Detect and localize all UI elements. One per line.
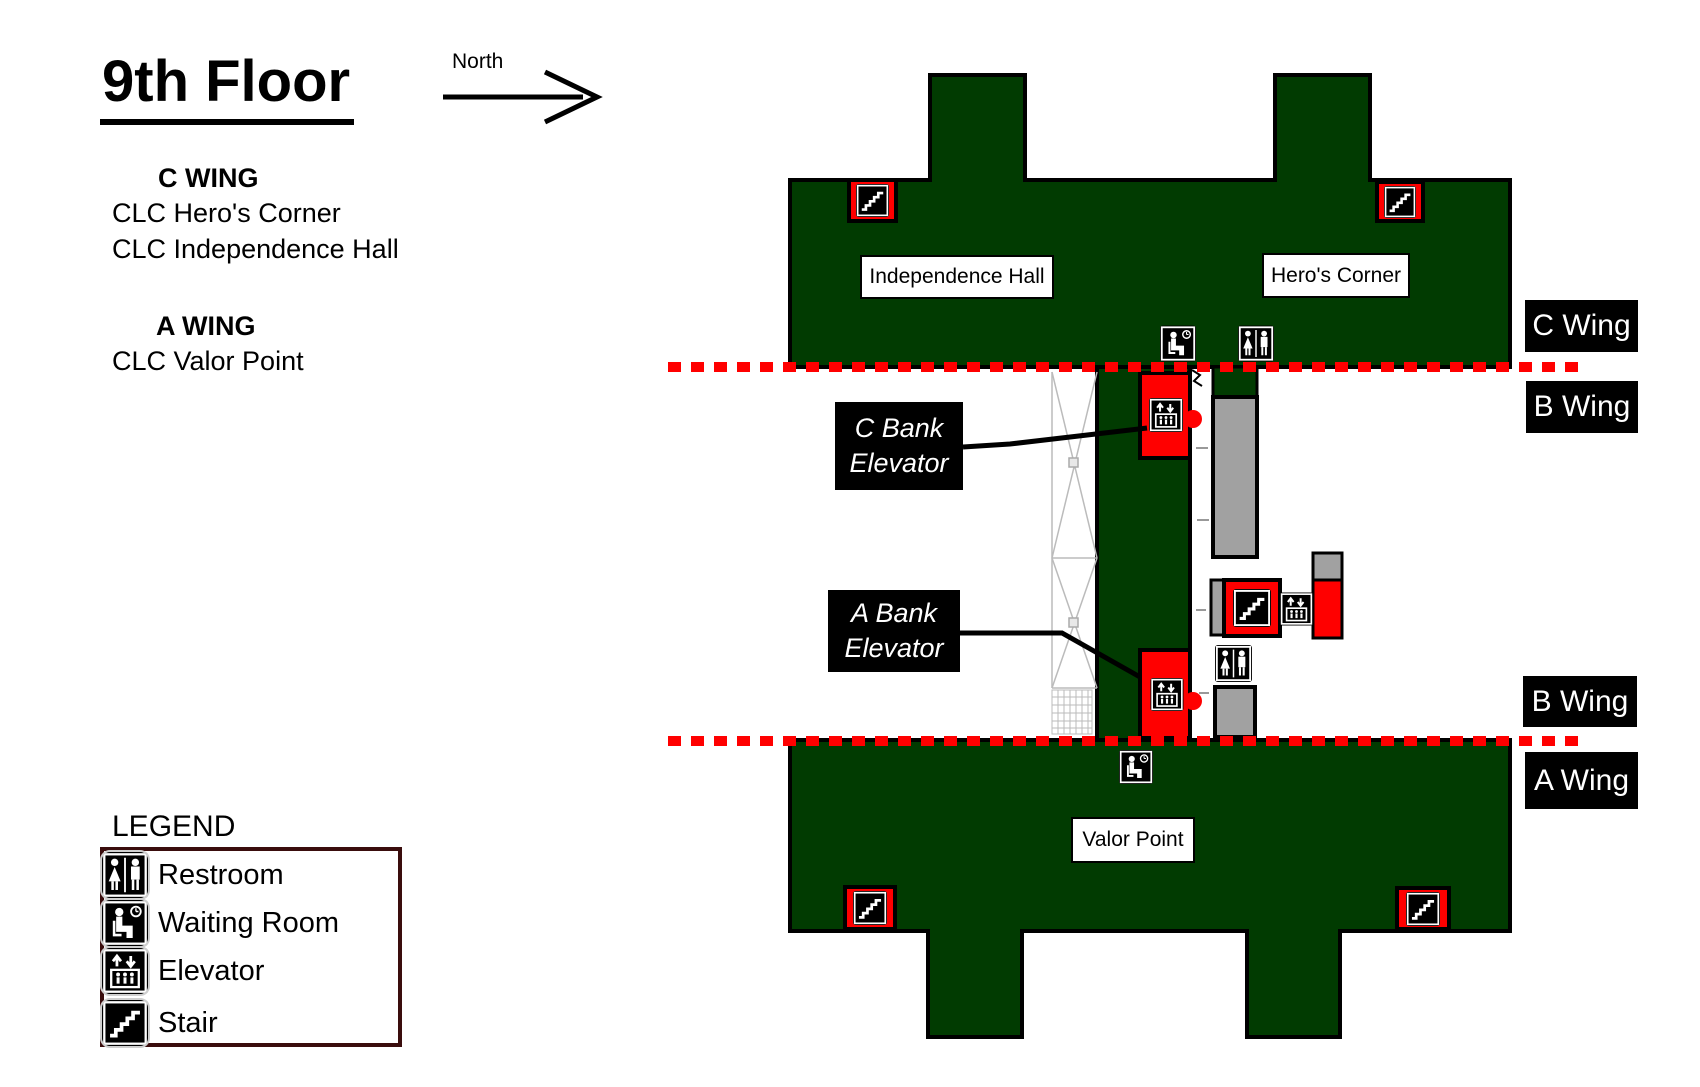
north-arrow <box>443 69 603 125</box>
stair-icon <box>1406 892 1440 926</box>
stair-icon <box>853 891 887 925</box>
callout-line: Elevator <box>849 448 949 478</box>
plan-annotation-marks <box>1191 369 1209 694</box>
stair-grid-detail <box>1051 689 1093 735</box>
wing-label-a: A Wing <box>1525 752 1638 809</box>
c-wing-room-2: CLC Independence Hall <box>112 234 399 264</box>
legend-title: LEGEND <box>112 810 236 843</box>
waiting-room-icon-c-wing <box>1160 325 1196 362</box>
service-block-upper <box>1211 395 1259 559</box>
stair-marker-c-wing-right <box>1375 180 1425 223</box>
callout-line: Elevator <box>844 633 944 663</box>
a-bank-leader-line <box>960 630 1142 680</box>
wing-label-b-lower: B Wing <box>1523 676 1637 727</box>
waiting-room-icon <box>100 898 150 948</box>
atrium-hatch-pattern <box>1051 371 1098 689</box>
legend-label-waiting-room: Waiting Room <box>158 906 340 939</box>
restroom-icon-c-wing <box>1238 325 1274 362</box>
a-bank-elevator-icon <box>1150 678 1184 711</box>
stair-icon <box>1233 589 1271 627</box>
callout-line: A Bank <box>850 598 938 629</box>
room-label-valor-point: Valor Point <box>1071 817 1195 863</box>
legend-label-restroom: Restroom <box>158 858 284 891</box>
stair-icon <box>100 998 150 1048</box>
stair-icon <box>1384 186 1416 218</box>
a-bank-call-dot <box>1184 692 1202 710</box>
a-wing-heading: A WING <box>156 311 256 341</box>
stair-marker-b-wing <box>1222 578 1282 638</box>
building-a-wing <box>788 738 1512 1039</box>
c-wing-heading: C WING <box>158 163 259 193</box>
stair-marker-a-wing-left <box>843 885 897 931</box>
legend-box <box>100 847 402 1047</box>
stair-icon <box>856 184 889 217</box>
service-block-lower <box>1213 685 1257 739</box>
c-bank-elevator-icon <box>1148 398 1184 432</box>
room-label-independence-hall: Independence Hall <box>860 255 1054 299</box>
north-label: North <box>452 50 504 73</box>
elevator-icon <box>100 946 150 996</box>
c-bank-call-dot <box>1184 410 1202 428</box>
room-label-heros-corner: Hero's Corner <box>1262 253 1410 298</box>
page-title: 9th Floor <box>100 48 355 125</box>
service-column-red <box>1311 578 1344 640</box>
wing-label-c: C Wing <box>1525 300 1638 352</box>
stair-marker-c-wing-left <box>847 178 898 223</box>
legend-label-elevator: Elevator <box>158 954 265 987</box>
legend-label-stair: Stair <box>158 1006 218 1039</box>
service-column-gray <box>1311 551 1344 582</box>
callout-line: C Bank <box>854 413 944 444</box>
callout-c-bank-elevator: C Bank Elevator <box>835 402 963 490</box>
restroom-icon <box>100 850 150 900</box>
c-bank-leader-line <box>962 425 1148 450</box>
restroom-icon-b-wing <box>1215 645 1252 682</box>
stair-marker-a-wing-right <box>1395 886 1451 931</box>
wing-label-b-upper: B Wing <box>1526 381 1638 433</box>
c-wing-room-1: CLC Hero's Corner <box>112 198 341 228</box>
b-wing-elevator-icon <box>1280 590 1313 628</box>
a-wing-room-1: CLC Valor Point <box>112 346 304 376</box>
callout-a-bank-elevator: A Bank Elevator <box>828 590 960 672</box>
waiting-room-icon-a-wing <box>1119 750 1153 784</box>
